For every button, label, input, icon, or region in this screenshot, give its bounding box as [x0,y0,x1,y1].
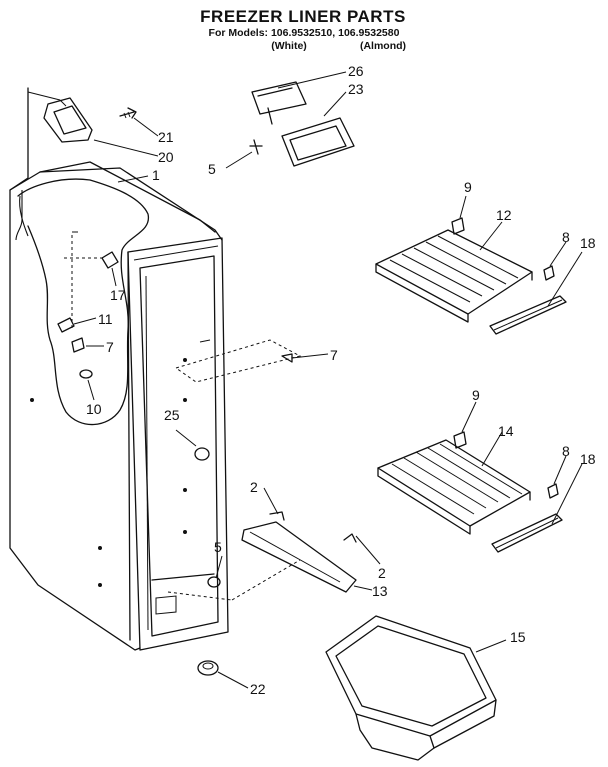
callout-20: 20 [158,149,174,165]
callout-9-upper: 9 [464,179,472,195]
callout-12: 12 [496,207,512,223]
models-line: For Models: 106.9532510, 106.9532580 [209,27,400,39]
part-22-foot [197,660,219,676]
variant-almond-label: (Almond) [360,40,406,52]
part-18-trim-lower [491,513,563,553]
variant-white-label: (White) [271,40,307,52]
part-21-screw [119,107,137,119]
callout-8-lower: 8 [562,443,570,459]
callout-8-upper: 8 [562,229,570,245]
part-10-grommet [79,369,93,379]
callout-1: 1 [152,167,160,183]
leader-lines [73,71,583,689]
part-13-rail [167,511,357,601]
part-9-bracket-lower [453,431,467,449]
callout-7-left: 7 [106,339,114,355]
part-9-bracket-upper [451,217,465,235]
callout-2-left: 2 [250,479,258,495]
callout-22: 22 [250,681,266,697]
part-25-fastener [175,429,210,461]
callout-21: 21 [158,129,174,145]
callout-5-bottom: 5 [214,539,222,555]
part-5-screw-top [249,139,263,155]
callout-23: 23 [348,81,364,97]
callout-17: 17 [110,287,126,303]
part-8-bracket-upper [543,265,555,281]
part-8-bracket-lower [547,483,559,499]
callout-18-upper: 18 [580,235,596,251]
part-23-light-lens [281,117,355,167]
callout-15: 15 [510,629,526,645]
part-12-wire-shelf [375,229,533,323]
page-title: FREEZER LINER PARTS [200,7,406,26]
callout-26: 26 [348,63,364,79]
part-5-screw-bottom [207,576,221,588]
callout-2-right: 2 [378,565,386,581]
callout-18-lower: 18 [580,451,596,467]
part-18-trim-upper [489,295,567,335]
part-7-retainer-right [174,339,302,383]
callout-5-top: 5 [208,161,216,177]
callout-labels: 1 20 21 26 23 5 17 11 7 10 7 25 9 12 8 1… [86,63,596,697]
callout-9-lower: 9 [472,387,480,403]
callout-7-right: 7 [330,347,338,363]
callout-13: 13 [372,583,388,599]
part-26-bracket [251,81,307,125]
part-17-clip [101,251,119,269]
part-7-retainer-left [71,337,85,353]
callout-14: 14 [498,423,514,439]
callout-10: 10 [86,401,102,417]
wire-harness [15,91,61,241]
freezer-liner [9,87,229,651]
callout-11: 11 [98,311,113,327]
part-11-clip [57,317,75,333]
callout-25: 25 [164,407,180,423]
part-15-bin [325,615,497,761]
part-14-wire-shelf [377,439,531,535]
part-20-bracket [43,97,93,143]
